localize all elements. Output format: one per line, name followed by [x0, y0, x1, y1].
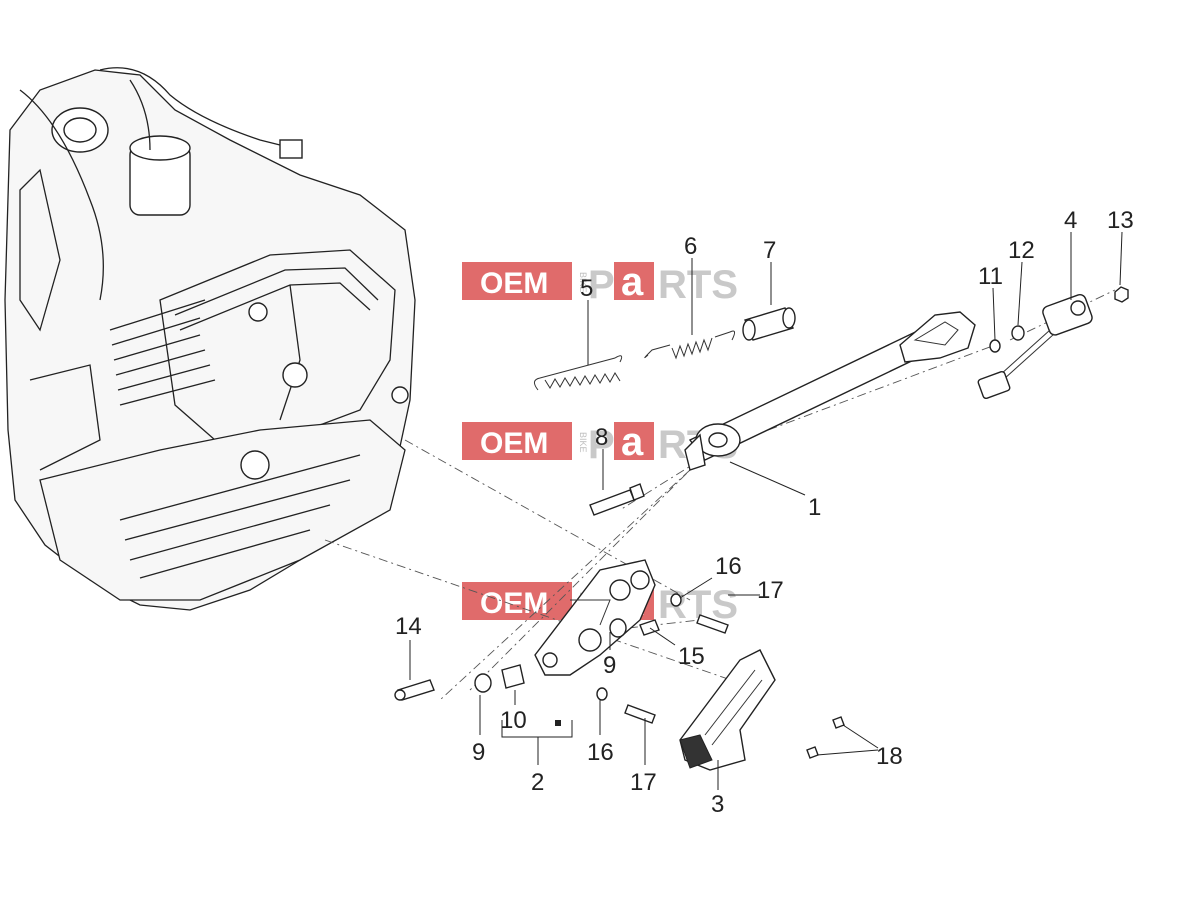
callout-13: 13 [1107, 207, 1134, 234]
part-oring-9a [474, 673, 492, 693]
callout-9-left: 9 [472, 739, 485, 766]
callout-numbers: 1 2 3 4 5 6 7 8 9 9 10 11 12 13 14 15 16… [395, 207, 1134, 818]
callout-6: 6 [684, 233, 697, 260]
wiring-harness [19, 67, 303, 301]
callout-5: 5 [580, 275, 593, 302]
part-screw-17b [624, 704, 656, 724]
callout-8: 8 [595, 424, 608, 451]
part-bracket [534, 559, 656, 676]
part-bushing-10 [501, 664, 525, 689]
watermark-bike-text: BIKE [578, 272, 588, 293]
part-side-stand [684, 311, 976, 471]
callout-2: 2 [531, 769, 544, 796]
watermark-middle: OEM BIKE P a RTS [462, 420, 738, 467]
callout-1: 1 [808, 494, 821, 521]
callout-12: 12 [1008, 237, 1035, 264]
part-stand-switch [977, 294, 1093, 400]
callout-10: 10 [500, 707, 527, 734]
watermark-parts-rts: RTS [658, 263, 738, 307]
gearbox-fins [119, 454, 361, 579]
part-washer-16a [670, 593, 682, 607]
callout-3: 3 [711, 791, 724, 818]
watermark-parts-a: a [621, 420, 644, 464]
callout-7: 7 [763, 237, 776, 264]
callout-18: 18 [876, 743, 903, 770]
watermark-bike-text: BIKE [578, 432, 588, 453]
part-screw-18a [832, 716, 845, 729]
watermark-top: OEM BIKE P a RTS [462, 260, 738, 307]
cooling-fins [109, 299, 216, 406]
watermark-oem-text: OEM [480, 587, 548, 620]
watermark-parts-p: P [588, 423, 615, 467]
callout-17-top: 17 [757, 577, 784, 604]
part-spring-long [534, 355, 623, 391]
watermark-parts-p: P [588, 263, 615, 307]
callout-11: 11 [978, 263, 1003, 290]
part-spring-short [644, 330, 736, 360]
part-washer-16b [596, 687, 608, 701]
callout-4: 4 [1064, 207, 1077, 234]
callout-9-right: 9 [603, 652, 616, 679]
part-oring-9b [609, 618, 627, 638]
part-cover [679, 649, 776, 771]
callout-16-top: 16 [715, 553, 742, 580]
callout-15: 15 [678, 643, 705, 670]
part-sleeve [742, 307, 796, 341]
part-nut-13 [1114, 286, 1129, 303]
part-bolt-14 [394, 679, 435, 701]
callout-16-bottom: 16 [587, 739, 614, 766]
throttle-body [51, 107, 191, 216]
callout-14: 14 [395, 613, 422, 640]
leader-lines [409, 231, 1123, 790]
part-washer-11 [989, 339, 1001, 353]
watermark-oem-text: OEM [480, 267, 548, 300]
callout-17-bottom: 17 [630, 769, 657, 796]
kit-marker [555, 720, 561, 726]
engine-illustration [4, 67, 416, 611]
watermark-oem-text: OEM [480, 427, 548, 460]
part-pin [589, 483, 645, 516]
part-washer-12 [1011, 325, 1025, 341]
part-screw-17a [696, 614, 729, 634]
watermark-parts-a: a [621, 260, 644, 304]
part-screw-18b [806, 746, 819, 759]
